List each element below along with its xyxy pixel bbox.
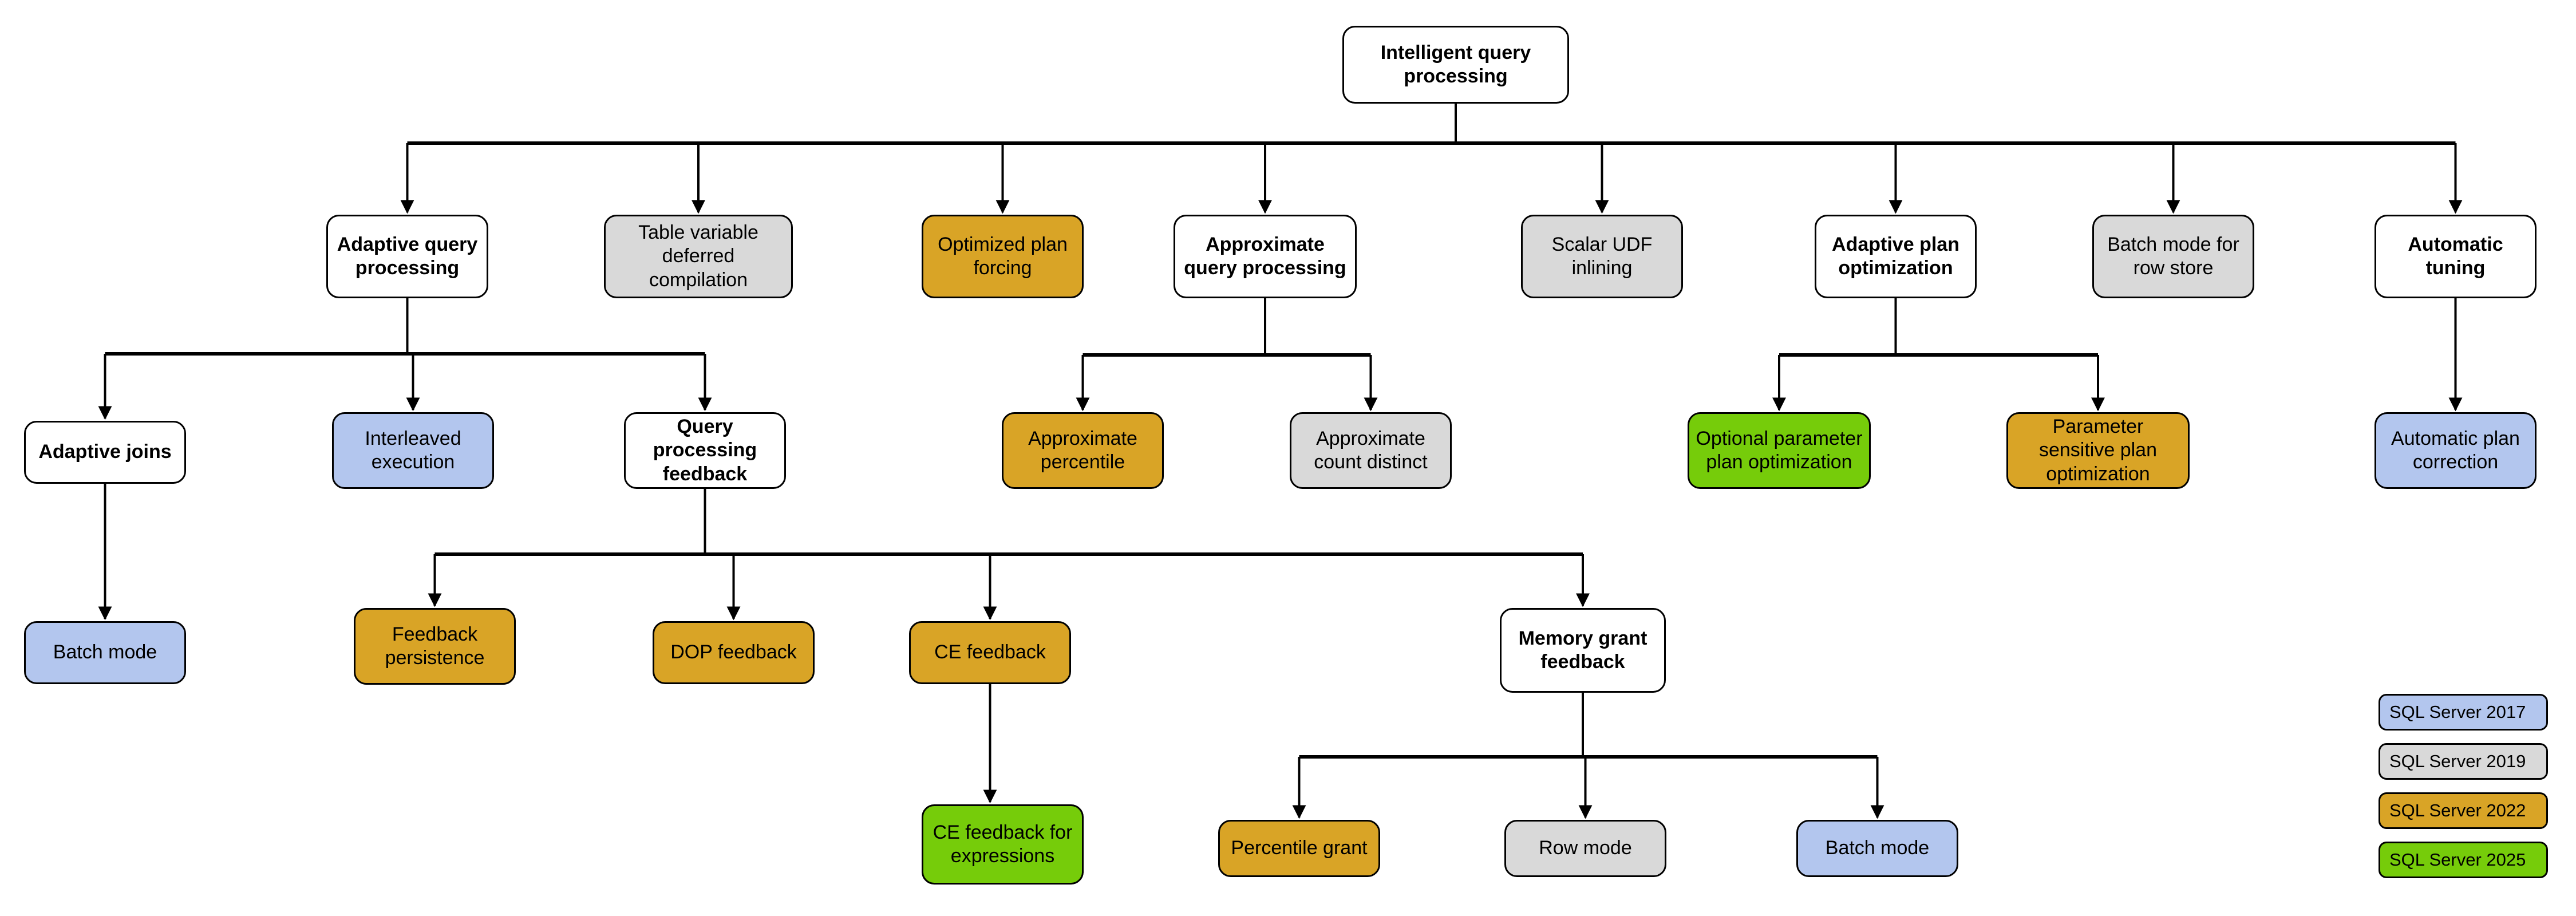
node-label: Intelligent query processing [1380, 41, 1531, 87]
node-approx[interactable]: Approximate query processing [1174, 215, 1357, 298]
legend-item-label: SQL Server 2017 [2389, 702, 2526, 722]
node-label: Approximate query processing [1184, 233, 1346, 279]
node-label: CE feedback [934, 641, 1046, 664]
legend-item-sql-server-2022[interactable]: SQL Server 2022 [2379, 792, 2548, 829]
node-root[interactable]: Intelligent query processing [1342, 26, 1569, 104]
node-rowmode[interactable]: Row mode [1504, 820, 1666, 877]
node-label: DOP feedback [670, 641, 797, 664]
node-label: Adaptive joins [38, 441, 172, 463]
node-oppo[interactable]: Optional parameter plan optimization [1688, 412, 1871, 489]
node-opf[interactable]: Optimized plan forcing [922, 215, 1084, 298]
legend-item-label: SQL Server 2019 [2389, 751, 2526, 771]
node-label: Automatic plan correction [2391, 427, 2520, 473]
node-scalarudf[interactable]: Scalar UDF inlining [1521, 215, 1683, 298]
node-label: Percentile grant [1231, 837, 1368, 859]
node-label: Row mode [1539, 837, 1632, 859]
node-label: Batch mode [1825, 837, 1930, 859]
node-tvdc[interactable]: Table variable deferred compilation [604, 215, 793, 298]
node-label: Batch mode for row store [2107, 233, 2239, 279]
node-label: Optional parameter plan optimization [1696, 427, 1863, 473]
node-cefbexpr[interactable]: CE feedback for expressions [922, 804, 1084, 885]
node-label: CE feedback for expressions [933, 821, 1073, 867]
node-apo[interactable]: Adaptive plan optimization [1815, 215, 1977, 298]
legend-item-sql-server-2017[interactable]: SQL Server 2017 [2379, 694, 2548, 731]
node-interleaved[interactable]: Interleaved execution [332, 412, 494, 489]
node-label: Interleaved execution [365, 427, 461, 473]
node-label: Approximate count distinct [1314, 427, 1428, 473]
node-autotune[interactable]: Automatic tuning [2374, 215, 2537, 298]
node-dopfb[interactable]: DOP feedback [653, 621, 815, 684]
node-label: Parameter sensitive plan optimization [2038, 415, 2157, 485]
node-label: Automatic tuning [2408, 233, 2503, 279]
node-aqp[interactable]: Adaptive query processing [326, 215, 488, 298]
node-label: Feedback persistence [385, 623, 485, 669]
node-label: Batch mode [53, 641, 157, 664]
node-pctgrant[interactable]: Percentile grant [1218, 820, 1380, 877]
node-label: Memory grant feedback [1518, 627, 1647, 673]
node-apc[interactable]: Automatic plan correction [2374, 412, 2537, 489]
node-label: Adaptive query processing [337, 233, 478, 279]
node-fbpersist[interactable]: Feedback persistence [354, 608, 516, 685]
node-label: Query processing feedback [653, 415, 757, 485]
legend-item-label: SQL Server 2022 [2389, 800, 2526, 820]
node-batchmode1[interactable]: Batch mode [24, 621, 186, 684]
legend-item-sql-server-2025[interactable]: SQL Server 2025 [2379, 842, 2548, 878]
node-label: Scalar UDF inlining [1551, 233, 1653, 279]
node-mgf[interactable]: Memory grant feedback [1500, 608, 1666, 693]
node-qpf[interactable]: Query processing feedback [624, 412, 786, 489]
node-batchmode2[interactable]: Batch mode [1796, 820, 1958, 877]
node-label: Table variable deferred compilation [638, 221, 758, 291]
node-label: Adaptive plan optimization [1832, 233, 1959, 279]
node-pspo[interactable]: Parameter sensitive plan optimization [2006, 412, 2190, 489]
node-bmrs[interactable]: Batch mode for row store [2092, 215, 2254, 298]
legend-item-label: SQL Server 2025 [2389, 850, 2526, 870]
node-label: Approximate percentile [1028, 427, 1137, 473]
legend-item-sql-server-2019[interactable]: SQL Server 2019 [2379, 743, 2548, 780]
node-cefb[interactable]: CE feedback [909, 621, 1071, 684]
node-approxcount[interactable]: Approximate count distinct [1290, 412, 1452, 489]
node-label: Optimized plan forcing [938, 233, 1068, 279]
node-approxpct[interactable]: Approximate percentile [1002, 412, 1164, 489]
node-adaptivejoins[interactable]: Adaptive joins [24, 421, 186, 484]
